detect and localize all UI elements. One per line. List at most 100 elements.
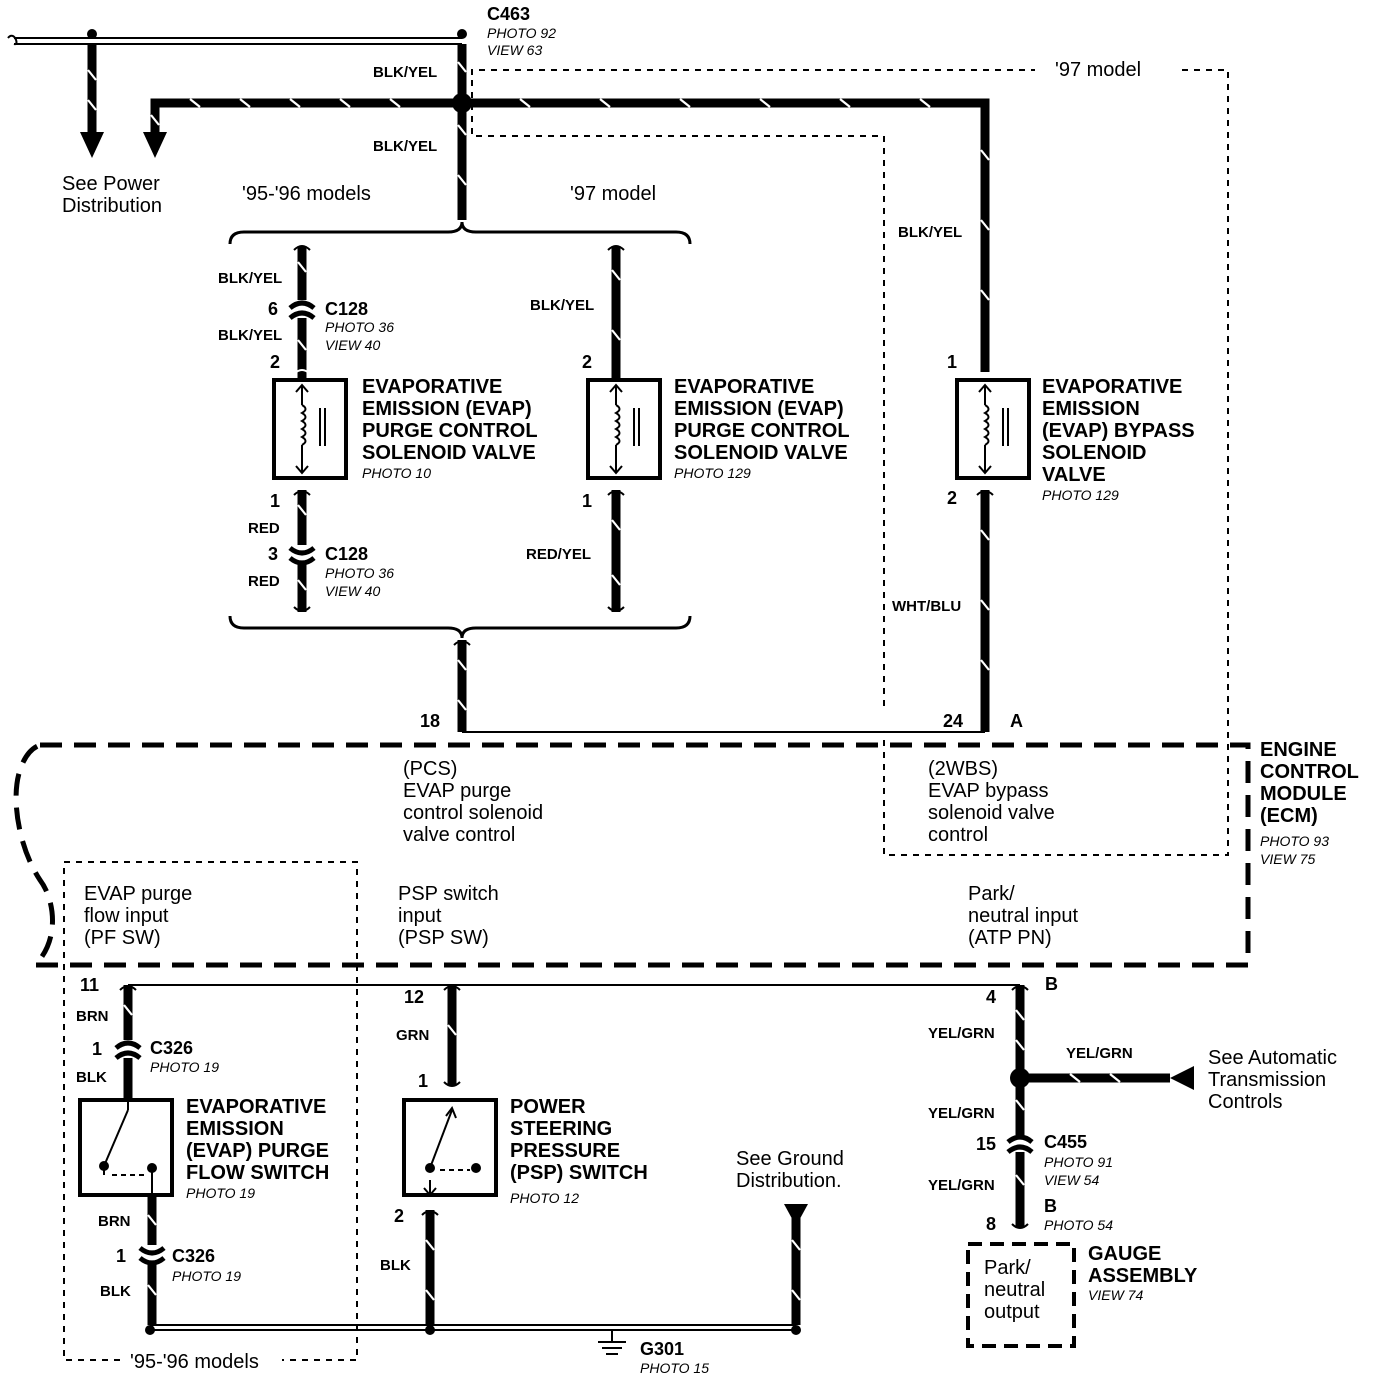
c455-label: C455: [1044, 1132, 1087, 1152]
c128-bot-view: VIEW 40: [325, 583, 380, 599]
ecm-title: ENGINE: [1260, 739, 1337, 761]
park-neutral-wiring: [1006, 985, 1194, 1229]
purge-97-solenoid-icon: [586, 378, 662, 480]
flow-switch-name: (EVAP) PURGE: [186, 1140, 329, 1162]
bypass-name: EVAPORATIVE: [1042, 376, 1182, 398]
c463-photo: PHOTO 92: [487, 25, 556, 41]
bypass-name: (EVAP) BYPASS: [1042, 420, 1195, 442]
wire-label: BLK/YEL: [373, 138, 437, 155]
flow-switch-wiring: [114, 985, 166, 1325]
ecm-pf-label: flow input: [84, 905, 169, 927]
ecm-title: MODULE: [1260, 783, 1347, 805]
wire-label: BLK/YEL: [898, 224, 962, 241]
c128-bot-photo: PHOTO 36: [325, 565, 394, 581]
gauge-inner-label: Park/: [984, 1257, 1031, 1279]
gauge-inner-label: output: [984, 1301, 1040, 1323]
pcs-wire: [453, 640, 985, 733]
wire-label: YEL/GRN: [928, 1177, 995, 1194]
flow-switch-icon: [78, 1098, 174, 1197]
wire-label: BLK/YEL: [530, 297, 594, 314]
flow-switch-name: EMISSION: [186, 1118, 284, 1140]
c128-top-pin-6: 6: [268, 299, 278, 319]
wire-label: WHT/BLU: [892, 598, 961, 615]
purge-97-photo: PHOTO 129: [674, 465, 751, 481]
purge-97-name: EVAPORATIVE: [674, 376, 814, 398]
model-9596-dashed-box: [63, 861, 358, 1361]
ecm-photo: PHOTO 93: [1260, 833, 1329, 849]
ecm-wbs-label: EVAP bypass: [928, 780, 1048, 802]
purge-97-pin-bot: 1: [582, 491, 592, 511]
c128-bot-label: C128: [325, 544, 368, 564]
psp-switch-name: STEERING: [510, 1118, 612, 1140]
ecm-psp-label: PSP switch: [398, 883, 499, 905]
bypass-solenoid-icon: [955, 378, 1031, 480]
ecm-atp-label: Park/: [968, 883, 1015, 905]
power-ref-line2: Distribution: [62, 195, 162, 217]
ecm-pcs-label: control solenoid: [403, 802, 543, 824]
ecm-pin-12: 12: [404, 987, 424, 1007]
psp-switch-wiring: [421, 985, 461, 1325]
psp-switch-name: (PSP) SWITCH: [510, 1162, 648, 1184]
ecm-pin-18: 18: [420, 711, 440, 731]
ecm-atp-label: (ATP PN): [968, 927, 1052, 949]
purge-97-name: SOLENOID VALVE: [674, 442, 848, 464]
gauge-pin-8: 8: [986, 1214, 996, 1234]
c326-top-pin: 1: [92, 1039, 102, 1059]
model-97-dashed-box: [471, 69, 1229, 856]
gauge-title: ASSEMBLY: [1088, 1265, 1198, 1287]
bypass-name: EMISSION: [1042, 398, 1140, 420]
ecm-pcs-label: valve control: [403, 824, 515, 846]
split-bracket-top: [228, 221, 692, 245]
purge-97-name: EMISSION (EVAP): [674, 398, 844, 420]
ecm-pin-4: 4: [986, 987, 996, 1007]
ecm-wbs-label: solenoid valve: [928, 802, 1055, 824]
bypass-name: SOLENOID: [1042, 442, 1146, 464]
c128-top-view: VIEW 40: [325, 337, 380, 353]
ecm-title: CONTROL: [1260, 761, 1359, 783]
ground-bus: [145, 1204, 808, 1355]
model-97-top-label: '97 model: [1055, 59, 1141, 81]
gauge-assembly-outline: [966, 1242, 1076, 1348]
wire-label: BRN: [98, 1213, 131, 1230]
purge-9596-name: EVAPORATIVE: [362, 376, 502, 398]
ground-ref-line2: Distribution.: [736, 1170, 842, 1192]
power-distribution-arrows: [80, 44, 462, 158]
wire-label: YEL/GRN: [928, 1105, 995, 1122]
purge-9596-solenoid-icon: [272, 378, 348, 480]
purge-97-name: PURGE CONTROL: [674, 420, 850, 442]
purge-9596-photo: PHOTO 10: [362, 465, 431, 481]
ecm-connector-b: B: [1045, 974, 1058, 994]
wire-label: BRN: [76, 1008, 109, 1025]
top-bus: [7, 29, 467, 46]
wire-label: BLK: [76, 1069, 107, 1086]
gauge-connector-b: B: [1044, 1196, 1057, 1216]
ground-ref-arrow-icon: [784, 1204, 808, 1226]
c326-top-label: C326: [150, 1038, 193, 1058]
psp-switch-name: PRESSURE: [510, 1140, 620, 1162]
ecm-wbs-label: (2WBS): [928, 758, 998, 780]
wire-label: BLK/YEL: [218, 327, 282, 344]
model-9596-dashed-box: [63, 1150, 120, 1361]
ecm-outline: [13, 742, 1251, 968]
arrow-down-icon: [80, 132, 104, 158]
flow-switch-name: EVAPORATIVE: [186, 1096, 326, 1118]
ecm-pf-label: (PF SW): [84, 927, 161, 949]
g301-label: G301: [640, 1339, 684, 1359]
ecm-title: (ECM): [1260, 805, 1318, 827]
power-ref-line1: See Power: [62, 173, 160, 195]
purge-9596-name: EMISSION (EVAP): [362, 398, 532, 420]
ecm-connector-a: A: [1010, 711, 1023, 731]
wire-label: RED: [248, 573, 280, 590]
main-feed-wire: [452, 44, 472, 220]
c128-top-photo: PHOTO 36: [325, 319, 394, 335]
psp-pin-bot: 2: [394, 1206, 404, 1226]
g301-photo: PHOTO 15: [640, 1360, 709, 1376]
bypass-feed-wire: [462, 98, 990, 372]
c326-bot-photo: PHOTO 19: [172, 1268, 241, 1284]
bypass-photo: PHOTO 129: [1042, 487, 1119, 503]
purge-9596-wiring: [288, 245, 316, 612]
arrow-down-icon: [143, 132, 167, 158]
ecm-view: VIEW 75: [1260, 851, 1315, 867]
auto-trans-ref-line1: See Automatic: [1208, 1047, 1337, 1069]
gauge-photo: PHOTO 54: [1044, 1217, 1113, 1233]
